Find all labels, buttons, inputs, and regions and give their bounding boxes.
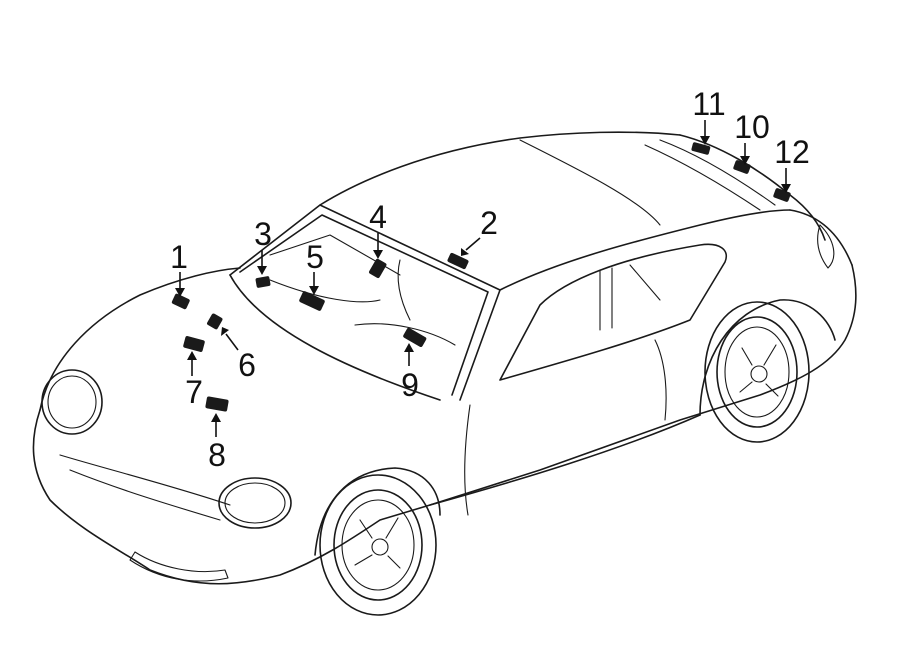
label-8 — [205, 396, 229, 412]
callout-11: 11 — [692, 86, 725, 122]
label-7 — [183, 336, 205, 352]
label-1 — [171, 293, 190, 310]
callout-2: 2 — [480, 205, 498, 241]
callout-3: 3 — [254, 216, 272, 252]
label-stickers — [171, 142, 791, 412]
rear-wheel — [704, 301, 810, 443]
label-9 — [403, 327, 427, 347]
callout-4: 4 — [369, 199, 387, 235]
label-3 — [255, 276, 271, 288]
leader-arrows — [175, 120, 791, 437]
callout-10: 10 — [734, 109, 770, 145]
label-6 — [207, 313, 223, 330]
callout-8: 8 — [208, 437, 226, 473]
front-intake — [129, 551, 229, 582]
callout-6: 6 — [238, 347, 256, 383]
front-wheel — [319, 474, 437, 616]
callout-12: 12 — [774, 134, 810, 170]
callout-9: 9 — [401, 367, 419, 403]
left-headlight — [41, 369, 103, 435]
right-headlight — [218, 477, 292, 529]
label-2 — [447, 252, 469, 270]
label-4 — [369, 258, 387, 279]
label-12 — [773, 188, 791, 202]
headlights — [41, 369, 292, 582]
callout-numbers: 1 2 3 4 5 6 7 8 9 10 11 12 — [170, 86, 810, 473]
callout-5: 5 — [306, 239, 324, 275]
label-11 — [691, 142, 711, 155]
callout-1: 1 — [170, 239, 188, 275]
car-body-outline — [32, 131, 857, 585]
callout-7: 7 — [185, 374, 203, 410]
label-5 — [299, 291, 325, 311]
label-10 — [733, 160, 751, 174]
